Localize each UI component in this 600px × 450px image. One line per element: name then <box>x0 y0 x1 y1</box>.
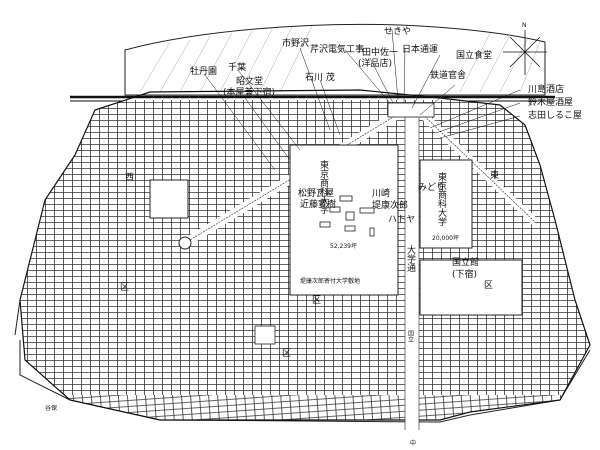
label-nittsu: 日本通運 <box>402 43 438 55</box>
campus-buildings <box>319 195 375 237</box>
block-kunitachi-hall <box>419 259 523 316</box>
label-shida: 志田しるこ屋 <box>528 109 582 121</box>
northern-land-hatch <box>139 25 541 93</box>
label-ward-west: 西 <box>125 172 134 183</box>
label-ishikawa: 石川 茂 <box>305 71 335 83</box>
traffic-circle <box>178 236 192 250</box>
label-ward-east-lower: 区 <box>484 280 493 291</box>
northern-land-area <box>124 23 546 96</box>
label-kondo: 近藤寛樹 <box>300 198 336 210</box>
label-yohinten: (洋品店) <box>358 57 392 69</box>
compass-north-label: N <box>522 22 527 29</box>
label-road-south: 中 <box>410 439 416 447</box>
label-shobundo: 昭文堂 <box>236 75 263 87</box>
label-honya: (本屋兼下宿) <box>223 86 275 98</box>
label-avenue: 大学通 <box>405 244 416 273</box>
label-geshuku: (下宿) <box>452 268 477 280</box>
label-serizawa: 芹沢電気工事 <box>310 43 364 55</box>
label-kokuritsu-shokudo: 国立食堂 <box>456 49 492 61</box>
main-avenue <box>405 110 419 430</box>
district-outline <box>19 89 591 421</box>
label-kawasaki: 川崎 <box>372 187 390 199</box>
label-tanaka: 田中佐一 <box>362 46 398 58</box>
label-yaho: 谷保 <box>45 404 57 412</box>
campus-west <box>289 144 399 296</box>
label-area-west: 52,239坪 <box>330 242 357 250</box>
campus-east <box>419 159 473 249</box>
label-ichinozawa: 市野沢 <box>282 37 309 49</box>
label-campus-note: 堤康次郎寄付大学敷地 <box>300 277 360 285</box>
label-kokuritsukan: 国立館 <box>452 256 479 268</box>
label-area-east: 20,000坪 <box>432 234 459 242</box>
label-kunitachi: 国立 <box>407 330 414 342</box>
label-university-west: 東京商科大学 <box>318 159 329 214</box>
label-tetsudo-kansha: 鉄道官舎 <box>430 69 466 81</box>
label-midori: みどり <box>418 182 445 193</box>
open-plot <box>254 325 276 345</box>
open-square-west <box>149 179 189 219</box>
label-hatoya: ハトヤ <box>388 215 415 225</box>
station-plaza <box>387 102 435 118</box>
label-ward-south: 区 <box>282 348 291 359</box>
label-botanen: 牡丹園 <box>190 65 217 77</box>
label-chiba: 千葉 <box>228 61 246 73</box>
label-sekiya: せきや <box>384 26 411 37</box>
label-ward-west-lower: 区 <box>120 282 129 293</box>
label-suzukiya: 鈴木屋酒屋 <box>528 96 573 108</box>
label-leaders <box>204 29 521 171</box>
label-matsuno: 松野瓦屋 <box>298 187 334 199</box>
label-ward-center: 区 <box>312 295 321 306</box>
label-kawashima-saketen: 川島酒店 <box>528 83 564 95</box>
label-university-east: 東京商科大学 <box>436 171 447 226</box>
label-tsutsumi: 堤康次郎 <box>372 199 408 211</box>
compass-rose <box>503 30 547 75</box>
label-ward-east: 東 <box>490 169 499 181</box>
